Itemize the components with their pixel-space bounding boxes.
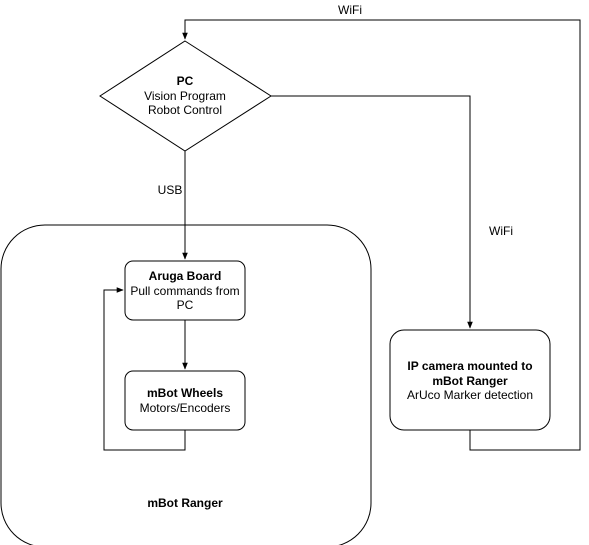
pc-title: PC <box>176 74 194 88</box>
aruga-line2: PC <box>176 298 194 312</box>
camera-title-line1: IP camera mounted to <box>407 359 533 373</box>
camera-title-line2: mBot Ranger <box>432 374 508 388</box>
side-wifi-label: WiFi <box>489 224 513 238</box>
aruga-title: Aruga Board <box>148 269 222 283</box>
pc-line1: Vision Program <box>144 89 226 103</box>
wheels-line1: Motors/Encoders <box>139 401 231 415</box>
top-wifi-label: WiFi <box>330 3 370 17</box>
pc-to-camera-connector <box>271 95 473 329</box>
ranger-label: mBot Ranger <box>147 496 223 510</box>
wheels-feedback-connector <box>103 287 186 451</box>
aruga-line1: Pull commands from <box>130 284 240 298</box>
camera-line1: ArUco Marker detection <box>406 388 534 402</box>
wheels-title: mBot Wheels <box>146 386 223 400</box>
camera-to-pc-connector <box>182 19 581 451</box>
pc-line2: Robot Control <box>147 103 223 117</box>
usb-label: USB <box>157 183 183 197</box>
